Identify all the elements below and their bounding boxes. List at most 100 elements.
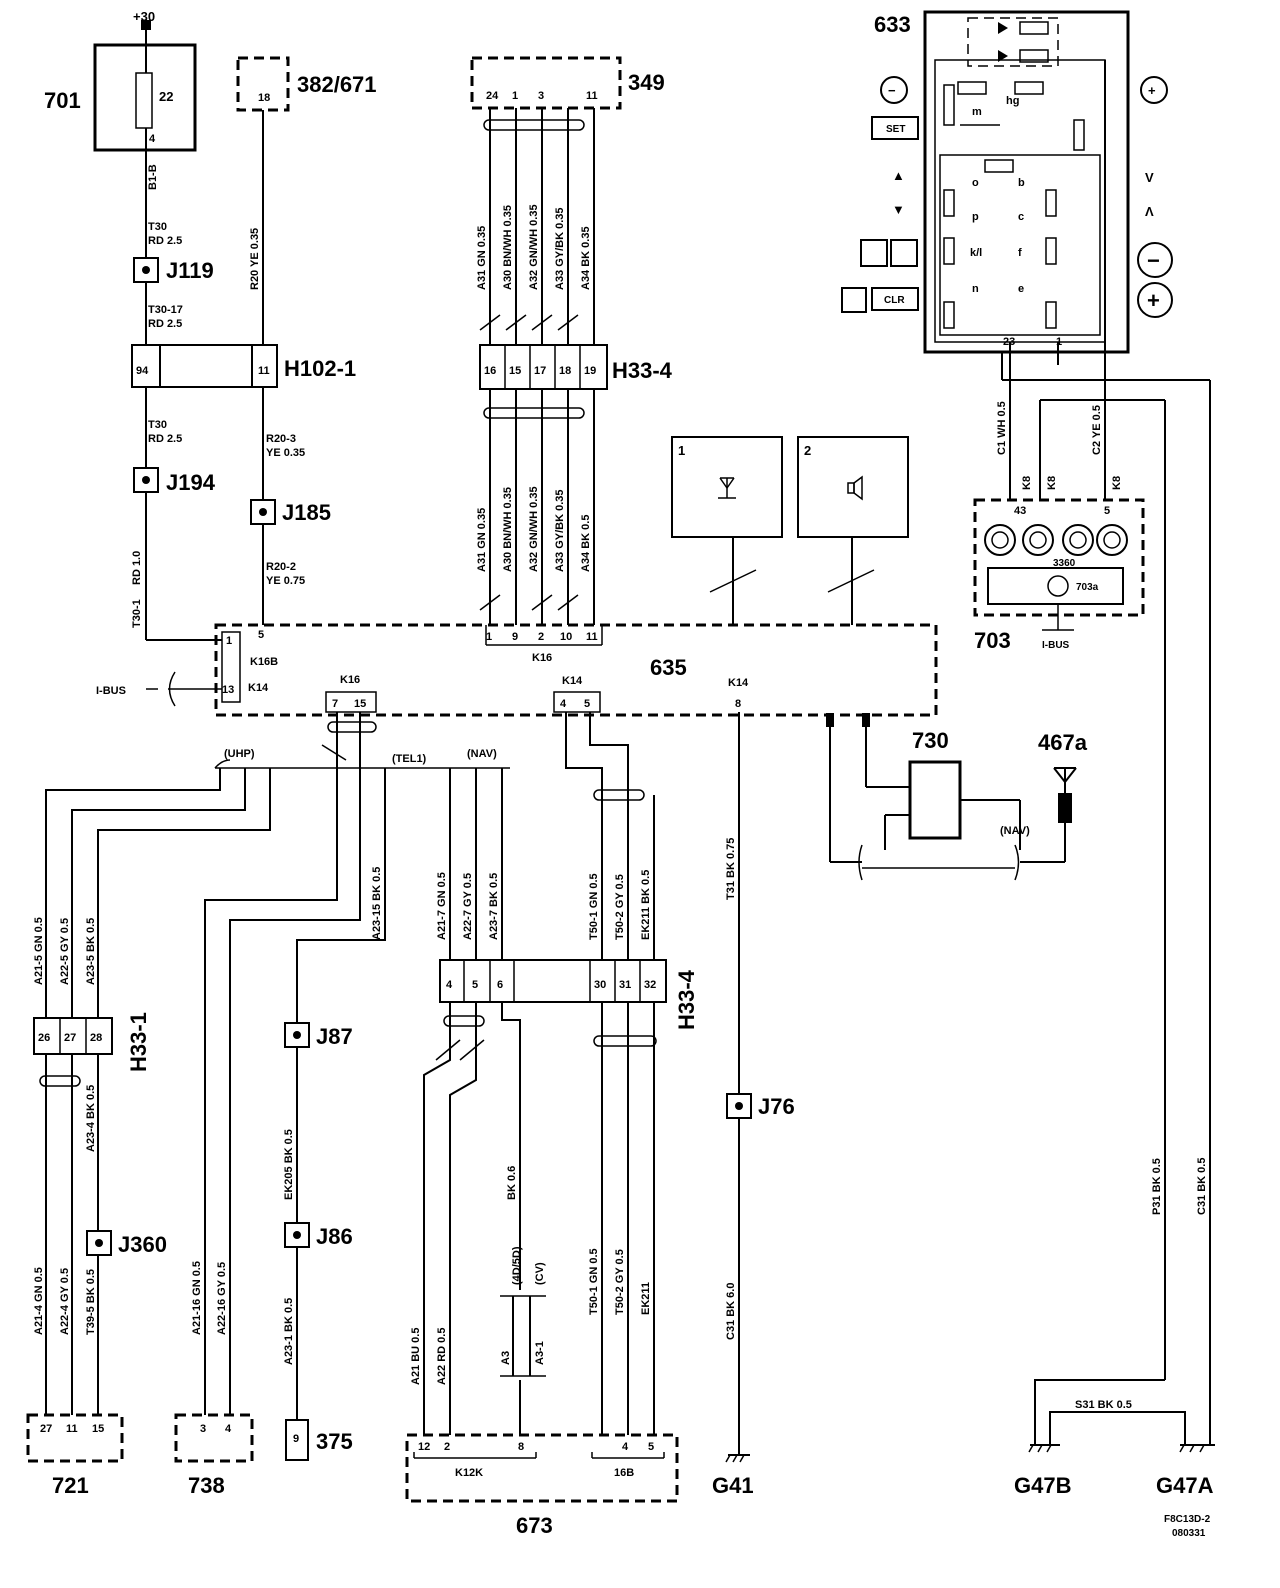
module-701: 701 22 4 +30: [44, 9, 197, 152]
wire-label: C31 BK 6.0: [725, 1283, 737, 1340]
pin-label: 17: [534, 365, 546, 377]
ground-g41: G41: [712, 1454, 754, 1498]
wire-label: A32 GN/WH 0.35: [528, 204, 540, 290]
ground-label: G47A: [1156, 1473, 1214, 1498]
wire-label: A34 BK 0.5: [580, 515, 592, 572]
coil-icon: [1022, 524, 1054, 556]
pin-label: 24: [486, 90, 499, 102]
terminal-marker: [141, 20, 151, 30]
up-arrow-icon: ▲: [892, 168, 905, 183]
wire-label: K8: [1046, 476, 1058, 490]
bus-label: (UHP): [224, 748, 255, 760]
module-635-label: 635: [650, 655, 687, 680]
switch-label: o: [972, 177, 979, 189]
pin-label: 15: [509, 365, 521, 377]
wire-label: A23-1 BK 0.5: [283, 1298, 295, 1365]
pin-label: 5: [258, 629, 264, 641]
module-738-label: 738: [188, 1473, 225, 1498]
switch-label: b: [1018, 177, 1025, 189]
pin-label: 13: [222, 684, 234, 696]
pin-label: 6: [497, 979, 503, 991]
pin-label: 5: [584, 698, 590, 710]
bus-label: (TEL1): [392, 753, 427, 765]
wire-label: A23-15 BK 0.5: [371, 867, 383, 940]
connector-h33-4-mid: 4 5 6 30 31 32 H33-4: [439, 959, 699, 1030]
pin-label: 11: [258, 365, 270, 377]
pin-label: 11: [586, 631, 598, 643]
control-label: −: [1147, 248, 1160, 273]
wire-label: R20-3: [266, 433, 296, 445]
pin-label: 1: [1056, 336, 1062, 348]
pin-label: 4: [225, 1423, 232, 1435]
module-349: 24 1 3 11 349: [470, 56, 665, 110]
wire-label: T30: [148, 221, 167, 233]
wire-label: T30-17: [148, 304, 183, 316]
junction-label: J119: [166, 258, 214, 283]
wire-label: A31 GN 0.35: [476, 508, 488, 572]
connector-label: K16: [340, 674, 360, 686]
connector-h33-4-top: 16 15 17 18 19 H33-4: [479, 344, 673, 390]
wire-label: B1-B: [147, 164, 159, 190]
wire-label: A22 RD 0.5: [436, 1328, 448, 1385]
wire-label: A30 BN/WH 0.35: [502, 205, 514, 290]
wire-label: RD 2.5: [148, 235, 182, 247]
pin-label: 30: [594, 979, 606, 991]
module-2-speaker: 2: [797, 436, 909, 625]
module-703-label: 703: [974, 628, 1011, 653]
wire-label: YE 0.35: [266, 447, 305, 459]
wire-label: A23-7 BK 0.5: [488, 873, 500, 940]
junction-label: J86: [316, 1224, 353, 1249]
wire-label: RD 1.0: [131, 551, 143, 585]
wire-label: RD 2.5: [148, 433, 182, 445]
module-673-label: 673: [516, 1513, 553, 1538]
fuse-symbol: [135, 72, 153, 129]
control-label: +: [1148, 83, 1156, 98]
junction-j86: J86: [284, 1222, 353, 1249]
diagram-date: 080331: [1172, 1528, 1206, 1539]
wire-label: C1 WH 0.5: [996, 401, 1008, 455]
connector-label: K14: [728, 677, 749, 689]
pin-label: 19: [584, 365, 596, 377]
control-label: −: [888, 83, 896, 98]
minus-gear-icon: [880, 76, 908, 104]
set-button: [871, 116, 919, 140]
module-467a-label: 467a: [1038, 730, 1088, 755]
connector-label: K16B: [250, 656, 278, 668]
wire-label: RD 2.5: [148, 318, 182, 330]
wire-label: C31 BK 0.5: [1196, 1158, 1208, 1215]
pin-label: 27: [40, 1423, 52, 1435]
pin-label: 8: [735, 698, 741, 710]
module-label: 1: [678, 443, 685, 458]
module-703: 43 5 3360 703a 703 I-BUS: [973, 498, 1145, 653]
coil-icon: [1062, 524, 1094, 556]
control-label: CLR: [884, 295, 905, 306]
pin-label: 3: [538, 90, 544, 102]
control-label: SET: [886, 124, 905, 135]
bus-label: (NAV): [467, 748, 497, 760]
transistor-icon: [1047, 575, 1069, 597]
connector-label: H33-4: [674, 969, 699, 1030]
switch-label: k/l: [970, 247, 982, 259]
wire-label: T50-1 GN 0.5: [588, 873, 600, 940]
ground-label: G47B: [1014, 1473, 1071, 1498]
voice-icon: [841, 287, 867, 313]
control-label: +: [1147, 288, 1160, 313]
junction-j76: J76: [726, 1093, 795, 1119]
wire-label: T30-1: [131, 599, 143, 628]
phone-hangup-icon: [890, 239, 918, 267]
wire-label: YE 0.75: [266, 575, 305, 587]
pin-label: 10: [560, 631, 572, 643]
pin-label: 11: [586, 90, 598, 102]
module-730: 730 (NAV): [829, 727, 1065, 881]
wire-label: A21-5 GN 0.5: [33, 917, 45, 985]
minus-circle-icon: [1137, 242, 1173, 278]
wire-label: EK211 BK 0.5: [640, 870, 652, 940]
pin-label: 2: [444, 1441, 450, 1453]
plus-gear-icon: [1140, 76, 1168, 104]
diagram-code: F8C13D-2: [1164, 1514, 1211, 1525]
module-738: 3 4 738: [174, 1413, 254, 1498]
junction-j119: J119: [133, 257, 214, 283]
connector-label: K16: [532, 652, 552, 664]
wire-label: A3: [500, 1351, 512, 1365]
